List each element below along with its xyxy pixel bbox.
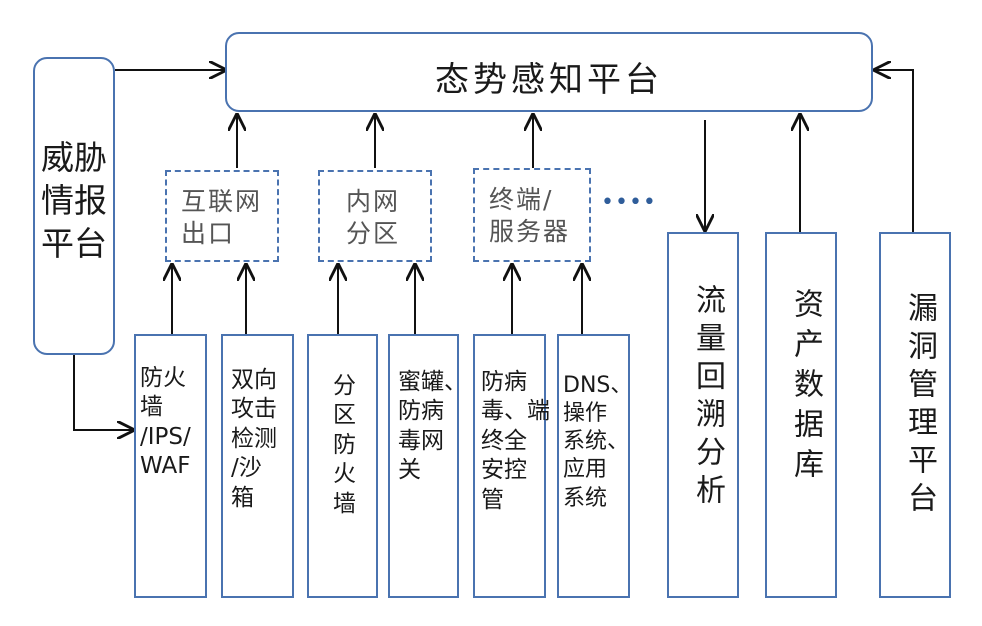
arrow-vuln-to-top xyxy=(875,70,914,232)
vuln-management-box: 漏洞管理平台 xyxy=(879,232,951,598)
zone-firewall-label: 分 区 防 火 墙 xyxy=(333,373,356,517)
bidirectional-attack-sandbox-box: 双向 攻击 检测 /沙 箱 xyxy=(221,334,294,598)
antivirus-endpoint-control-box: 防病 毒、端 终全 安控 管 xyxy=(473,334,550,598)
traffic-traceback-box: 流量回溯分析 xyxy=(667,232,739,598)
endpoint-server-label: 终端/ 服务器 xyxy=(489,185,571,246)
zone-firewall-box: 分 区 防 火 墙 xyxy=(307,334,378,598)
threat-intel-label: 威胁情报平台 xyxy=(41,138,107,263)
asset-database-label: 资产数据库 xyxy=(788,288,823,488)
arrow-threat-to-firewall xyxy=(73,355,133,430)
situational-awareness-platform: 态势感知平台 xyxy=(225,32,873,112)
ellipsis-more: •••• xyxy=(601,190,657,215)
firewall-ips-waf-box: 防火 墙 /IPS/ WAF xyxy=(134,334,207,598)
dns-os-application-box: DNS、 操作 系统、 应用 系统 xyxy=(557,334,633,598)
firewall-ips-waf-label: 防火 墙 /IPS/ WAF xyxy=(140,365,191,480)
asset-database-box: 资产数据库 xyxy=(765,232,837,598)
vuln-management-label: 漏洞管理平台 xyxy=(902,292,937,520)
internet-exit-label: 互联网 出口 xyxy=(181,187,263,248)
intranet-zone-box: 内网 分区 xyxy=(318,170,432,262)
antivirus-endpoint-control-label: 防病 毒、端 终全 安控 管 xyxy=(481,369,550,513)
honeypot-av-gateway-box: 蜜罐、 防病 毒网 关 xyxy=(388,334,467,598)
dns-os-application-label: DNS、 操作 系统、 应用 系统 xyxy=(563,373,633,511)
honeypot-av-gateway-label: 蜜罐、 防病 毒网 关 xyxy=(398,369,467,484)
situational-awareness-title: 态势感知平台 xyxy=(435,60,663,100)
threat-intel-platform: 威胁情报平台 xyxy=(33,57,115,355)
traffic-traceback-label: 流量回溯分析 xyxy=(690,284,725,512)
internet-exit-box: 互联网 出口 xyxy=(165,170,279,262)
bidirectional-attack-sandbox-label: 双向 攻击 检测 /沙 箱 xyxy=(231,367,277,511)
intranet-zone-label: 内网 分区 xyxy=(346,187,401,248)
endpoint-server-box: 终端/ 服务器 xyxy=(473,168,591,262)
